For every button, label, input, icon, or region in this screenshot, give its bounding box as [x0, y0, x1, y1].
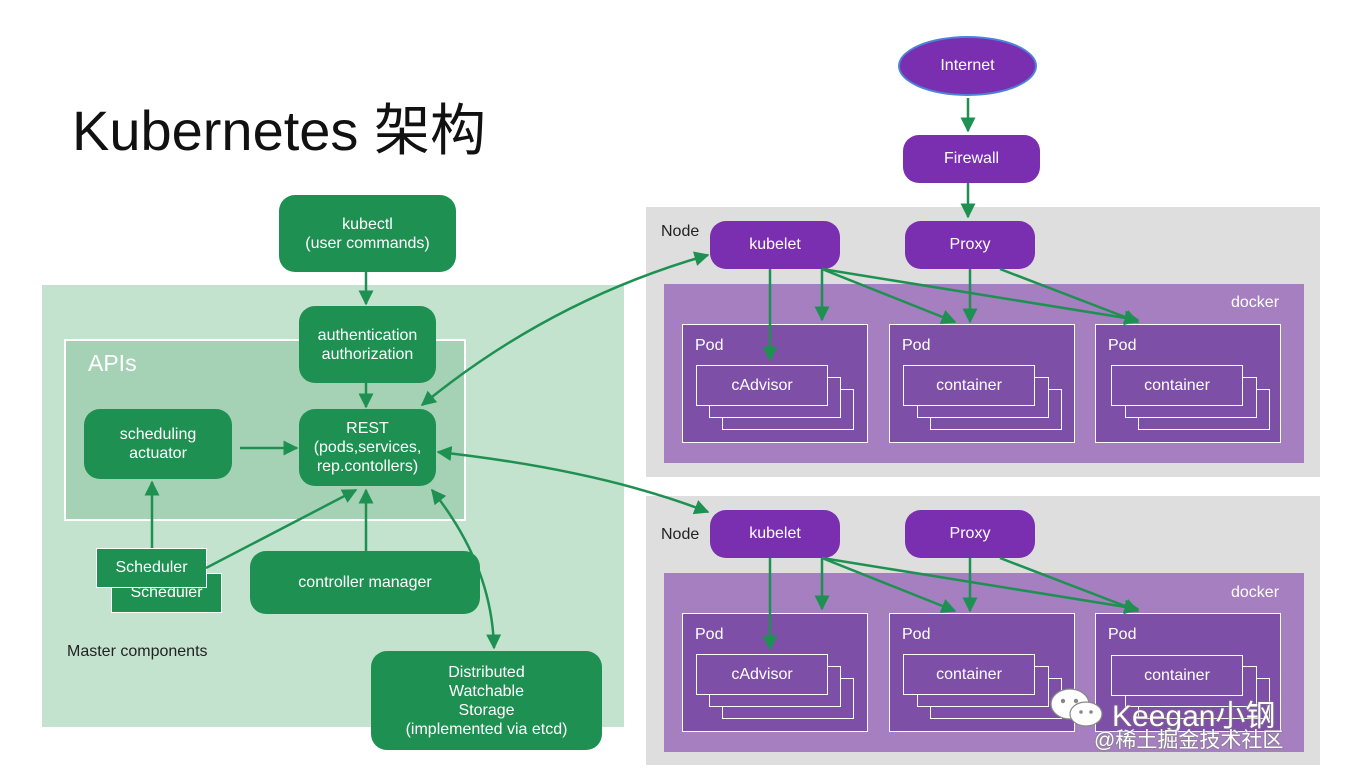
- arrow-rest-kubelet-2: [436, 446, 710, 515]
- pod-label: Pod: [1108, 626, 1137, 643]
- docker-label: docker: [1231, 294, 1280, 311]
- arrow-proxy-container: [999, 267, 1140, 325]
- arrow-kubelet-container: [821, 267, 1140, 326]
- page-title: Kubernetes 架构: [72, 99, 486, 162]
- proxy-box: Proxy: [905, 221, 1035, 269]
- node-label: Node: [661, 223, 700, 240]
- apis-label: APIs: [88, 350, 137, 376]
- pod-label: Pod: [902, 626, 931, 643]
- distributed-storage-box: Distributed Watchable Storage (implement…: [371, 651, 602, 750]
- watermark-name: Keegan小钢: [1112, 700, 1276, 733]
- docker-label: docker: [1231, 584, 1280, 601]
- arrow-proxy-container: [999, 556, 1140, 614]
- pod-label: Pod: [902, 337, 931, 354]
- scheduling-actuator-box: scheduling actuator: [84, 409, 232, 479]
- arrow-kubelet-container: [821, 556, 957, 613]
- watermark-community: @稀土掘金技术社区: [1094, 729, 1284, 752]
- kubelet-box: kubelet: [710, 221, 840, 269]
- internet-node: Internet: [898, 36, 1037, 96]
- cadvisor-box: cAdvisor: [696, 654, 828, 695]
- container-box: container: [903, 365, 1035, 406]
- rest-box: REST (pods,services, rep.contollers): [299, 409, 436, 486]
- wechat-icon: [1050, 688, 1103, 727]
- kubelet-box: kubelet: [710, 510, 840, 558]
- pod-label: Pod: [695, 626, 724, 643]
- arrow-kubelet-container: [821, 556, 1140, 615]
- authentication-box: authentication authorization: [299, 306, 436, 383]
- firewall-box: Firewall: [903, 135, 1040, 183]
- arrow-rest-kubelet-1: [420, 251, 710, 406]
- container-box: container: [903, 654, 1035, 695]
- container-box: container: [1111, 655, 1243, 696]
- arrow-scheduler-rest: [205, 488, 358, 570]
- pod-label: Pod: [1108, 337, 1137, 354]
- container-box: container: [1111, 365, 1243, 406]
- arrow-kubelet-container: [821, 267, 957, 324]
- proxy-box: Proxy: [905, 510, 1035, 558]
- master-components-label: Master components: [67, 643, 208, 660]
- arrow-rest-storage: [431, 488, 502, 650]
- node-label: Node: [661, 526, 700, 543]
- scheduler-box: Scheduler: [96, 548, 207, 588]
